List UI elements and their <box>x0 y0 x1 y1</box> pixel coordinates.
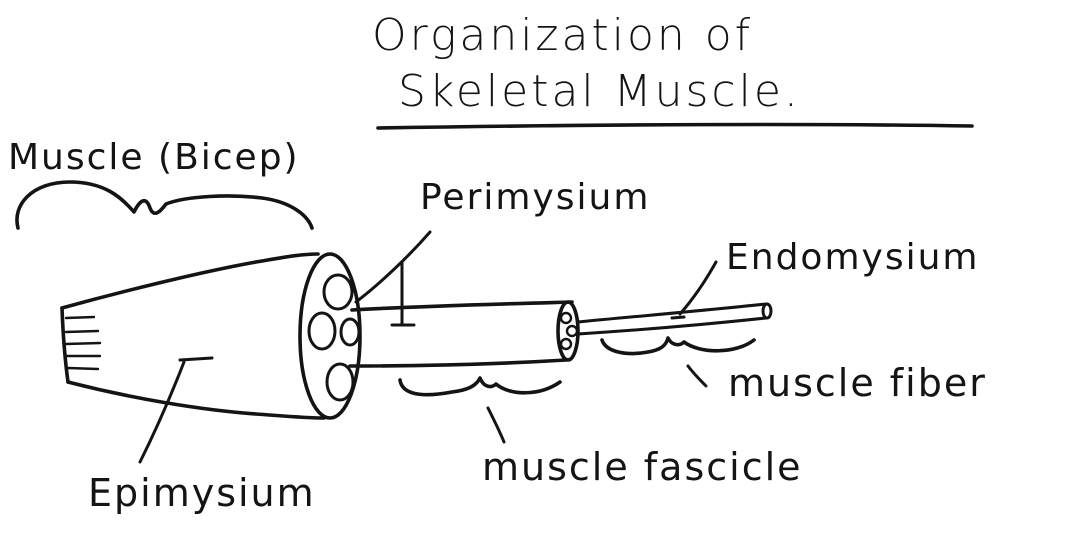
fascicle-bottom <box>348 358 568 368</box>
muscle-fascicle-label: muscle fascicle <box>482 445 803 489</box>
muscle-brace <box>15 180 314 230</box>
fiber-dot-1 <box>559 311 573 325</box>
endomysium-label: Endomysium <box>726 237 980 278</box>
epimysium-pointer <box>138 360 186 464</box>
title-line-2: Skeletal Muscle. <box>398 66 801 117</box>
muscle-tendon-end <box>60 306 70 384</box>
title-line-1: Organization of <box>372 10 754 61</box>
epimysium-marker <box>178 356 214 362</box>
endomysium-marker <box>670 315 686 320</box>
fascicle-circle-4 <box>339 317 361 347</box>
fascicle-circle-2 <box>307 311 337 351</box>
fascicle-circle-3 <box>325 362 355 402</box>
perimysium-label: Perimysium <box>420 177 651 218</box>
endomysium-pointer <box>678 260 718 316</box>
tendon-striations <box>64 315 102 371</box>
fascicle-brace <box>398 376 562 397</box>
fiber-dot-2 <box>565 324 579 338</box>
muscle-body-outline <box>60 252 320 310</box>
fiber-brace <box>600 336 756 356</box>
fiber-end <box>761 302 773 320</box>
perimysium-pointer <box>354 230 432 304</box>
muscle-fiber-label: muscle fiber <box>728 361 987 405</box>
fiber-top <box>576 302 768 324</box>
fiber-bottom <box>576 316 768 336</box>
fascicle-top <box>350 300 574 312</box>
fascicle-pointer <box>486 406 506 444</box>
muscle-body-bottom <box>66 380 326 420</box>
title-underline <box>376 122 974 130</box>
fiber-pointer <box>686 364 708 388</box>
fiber-dot-3 <box>559 337 573 351</box>
muscle-label: Muscle (Bicep) <box>8 137 300 178</box>
fascicle-circle-1 <box>322 273 354 311</box>
epimysium-label: Epimysium <box>88 471 316 515</box>
